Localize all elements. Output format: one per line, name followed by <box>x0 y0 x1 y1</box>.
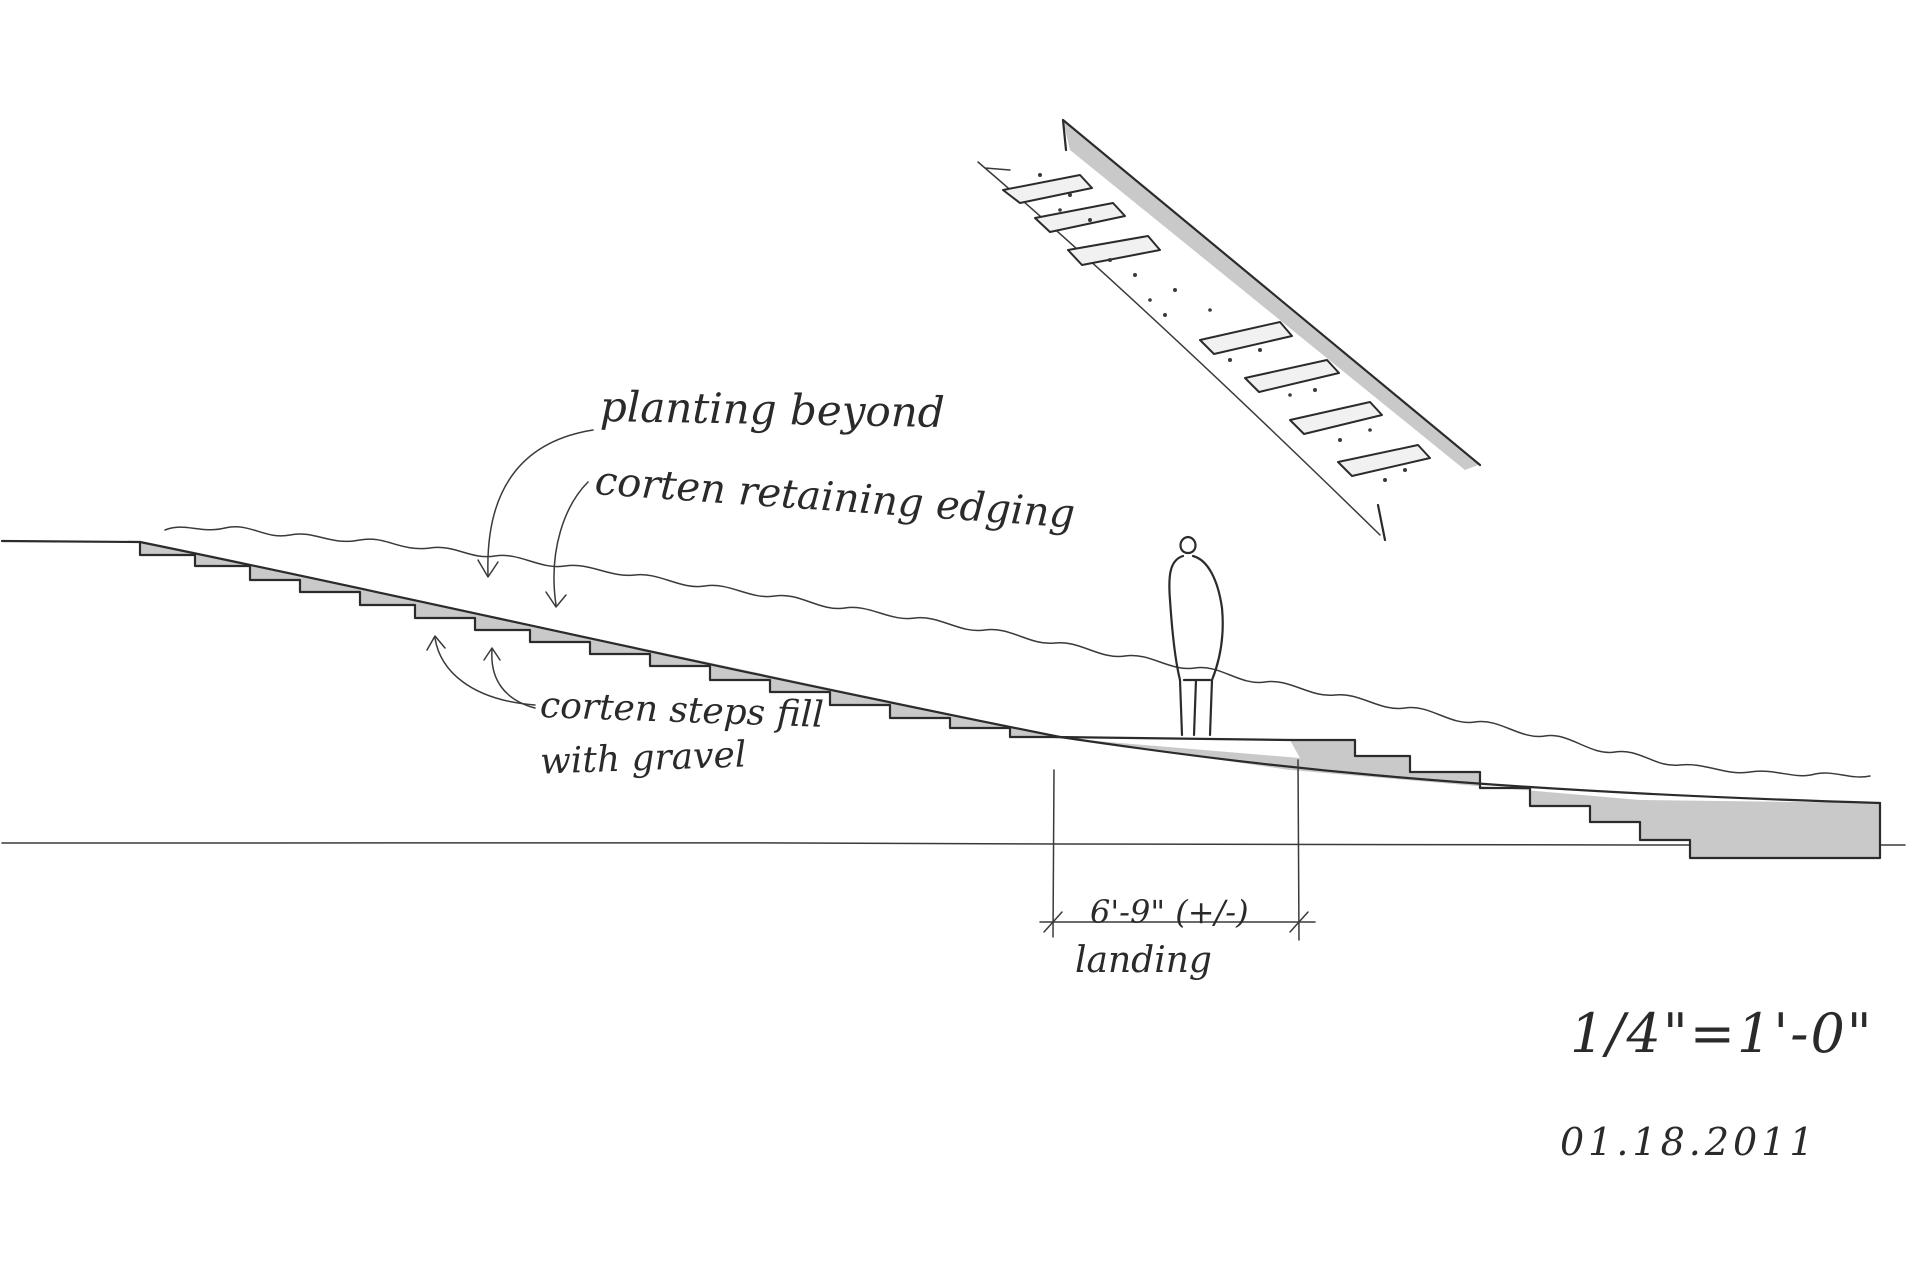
planting-arrowhead <box>477 559 499 578</box>
stair-tread-7 <box>1337 444 1431 477</box>
datum-line <box>1 842 1906 846</box>
label-landing: landing <box>1075 940 1212 981</box>
label-with-gravel: with gravel <box>539 734 747 783</box>
gravel-specks <box>1038 173 1407 482</box>
steps-leader-a <box>434 637 536 706</box>
steps-leader-b <box>491 649 536 709</box>
steps-arrowhead-b <box>483 647 501 661</box>
stair-tread-1 <box>1002 174 1093 204</box>
edging-arrowhead <box>545 591 567 608</box>
label-landing-dimension: 6'-9" (+/-) <box>1090 893 1249 931</box>
edging-leader <box>553 481 589 606</box>
stair-tread-6 <box>1289 401 1383 435</box>
stair-tread-4 <box>1199 321 1293 355</box>
steps-arrowhead-a <box>426 635 446 651</box>
human-figure <box>1168 535 1224 737</box>
dim-extension-right <box>1297 759 1300 941</box>
planting-leader <box>487 429 594 576</box>
stair-plan-wall <box>1061 118 1482 467</box>
stair-plan-edge <box>977 161 1381 536</box>
stair-tread-5 <box>1244 359 1340 393</box>
stair-plan-view <box>977 118 1482 542</box>
dim-tick-right <box>1289 911 1309 933</box>
step-fill-hatch <box>140 542 1880 858</box>
upper-steps-profile <box>138 540 1062 739</box>
dim-tick-left <box>1043 911 1063 933</box>
stair-plan-wall-shade <box>1063 120 1478 470</box>
stair-tread-2 <box>1034 202 1126 233</box>
label-date: 01.18.2011 <box>1560 1120 1818 1164</box>
landing-surface <box>1053 735 1292 742</box>
label-scale: 1/4"=1'-0" <box>1570 1002 1874 1065</box>
lower-steps-profile <box>1288 738 1882 860</box>
stair-tread-3 <box>1067 235 1161 266</box>
upper-ground-line <box>0 539 142 544</box>
slope-line <box>138 540 1882 805</box>
stair-plan-edge-end <box>1376 503 1387 542</box>
label-planting-beyond: planting beyond <box>599 381 946 438</box>
dim-extension-left <box>1052 769 1055 938</box>
planting-line <box>164 526 1871 778</box>
